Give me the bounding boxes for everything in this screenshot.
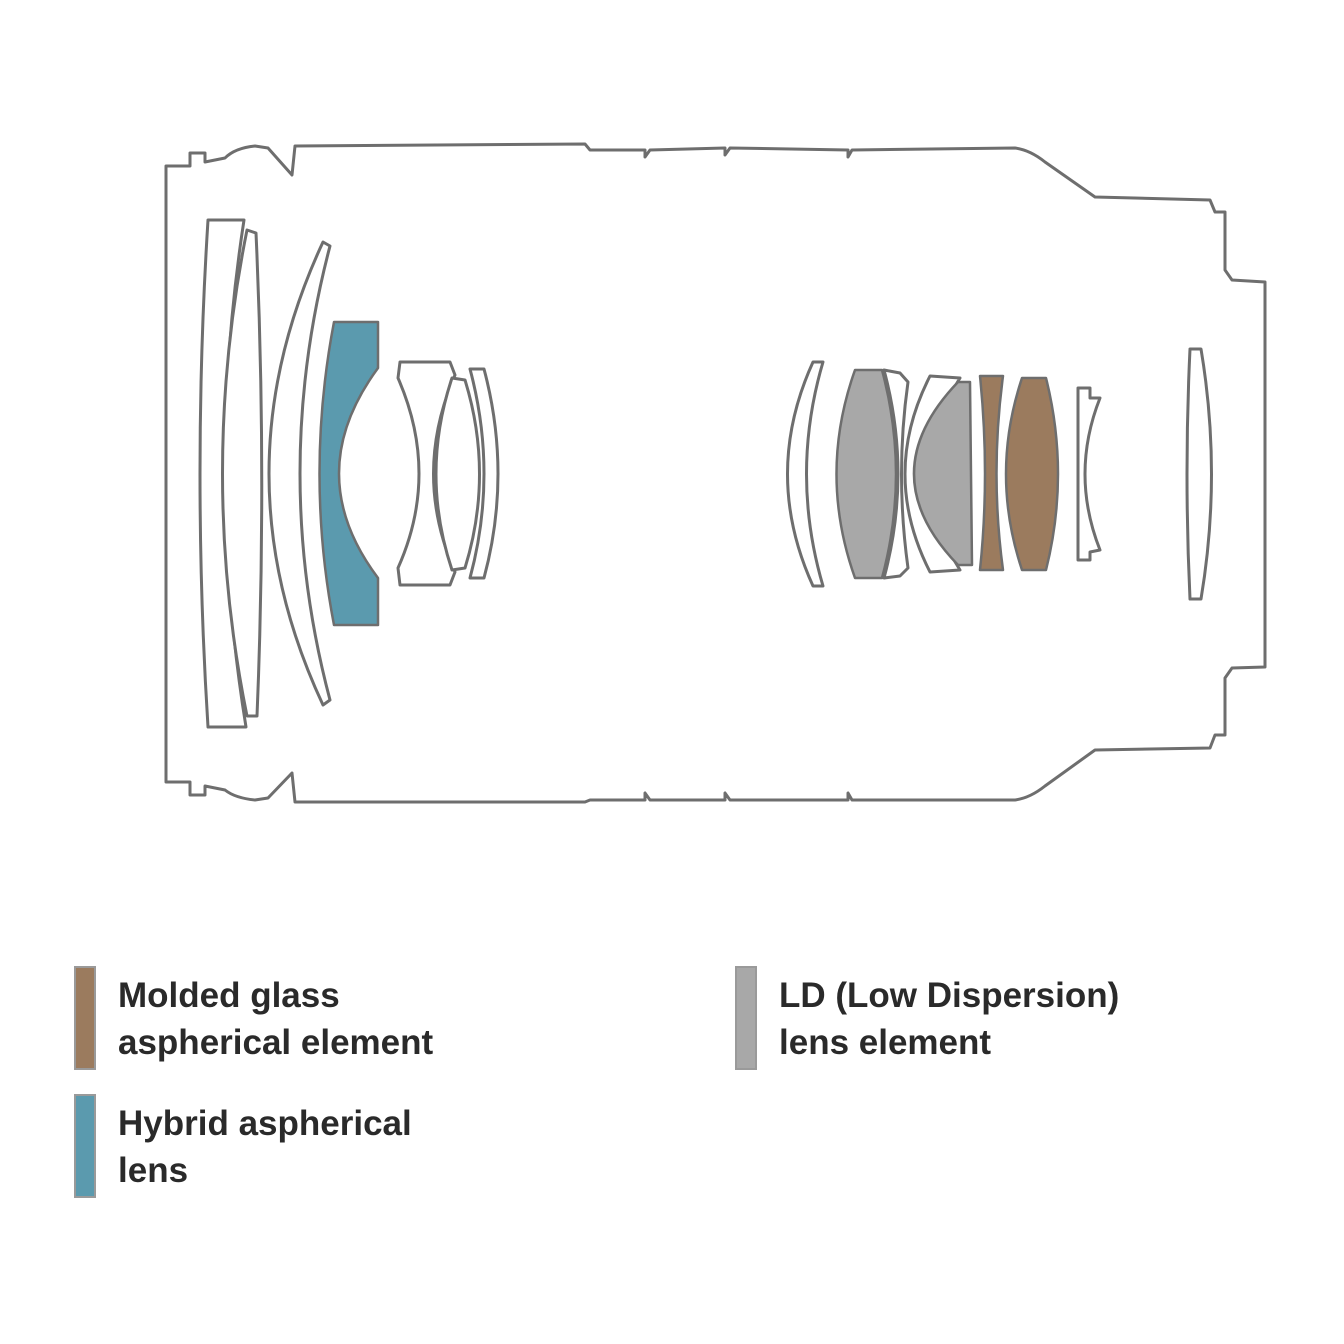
lens-element-8 bbox=[786, 360, 825, 588]
lens-element-15 bbox=[1185, 347, 1213, 601]
lens-element-ld-1 bbox=[835, 368, 898, 580]
legend-swatch-hybrid-aspherical bbox=[74, 1094, 96, 1198]
legend-item-hybrid-aspherical: Hybrid aspherical lens bbox=[74, 1094, 412, 1198]
lens-element-molded-aspherical-1 bbox=[978, 374, 1005, 572]
legend-swatch-low-dispersion bbox=[735, 966, 757, 1070]
lens-element-7 bbox=[468, 367, 500, 580]
legend-label-line: lens element bbox=[779, 1023, 992, 1062]
legend-label-molded-glass: Molded glass aspherical element bbox=[118, 972, 433, 1066]
legend-label-line: Hybrid aspherical bbox=[118, 1104, 412, 1143]
lens-element-hybrid-aspherical bbox=[318, 320, 380, 627]
legend-swatch-molded-glass bbox=[74, 966, 96, 1070]
legend-label-line: lens bbox=[118, 1151, 189, 1190]
lens-element-14 bbox=[1076, 386, 1102, 562]
lens-element-ld-2 bbox=[912, 380, 974, 567]
lens-element-2 bbox=[221, 228, 264, 718]
legend-label-hybrid-aspherical: Hybrid aspherical lens bbox=[118, 1100, 412, 1194]
lens-element-6 bbox=[434, 376, 481, 572]
legend-label-line: Molded glass bbox=[118, 976, 340, 1015]
legend-item-low-dispersion: LD (Low Dispersion) lens element bbox=[735, 966, 1119, 1070]
lens-element-3 bbox=[267, 240, 332, 707]
lens-element-molded-aspherical-2 bbox=[1004, 376, 1060, 572]
lens-element-10 bbox=[882, 368, 910, 580]
legend-label-line: aspherical element bbox=[118, 1023, 434, 1062]
legend-label-line: LD (Low Dispersion) bbox=[779, 976, 1120, 1015]
legend-item-molded-glass: Molded glass aspherical element bbox=[74, 966, 433, 1070]
lens-barrel-outline bbox=[164, 142, 1267, 804]
lens-cross-section-diagram bbox=[164, 142, 1267, 804]
legend-label-low-dispersion: LD (Low Dispersion) lens element bbox=[779, 972, 1119, 1066]
